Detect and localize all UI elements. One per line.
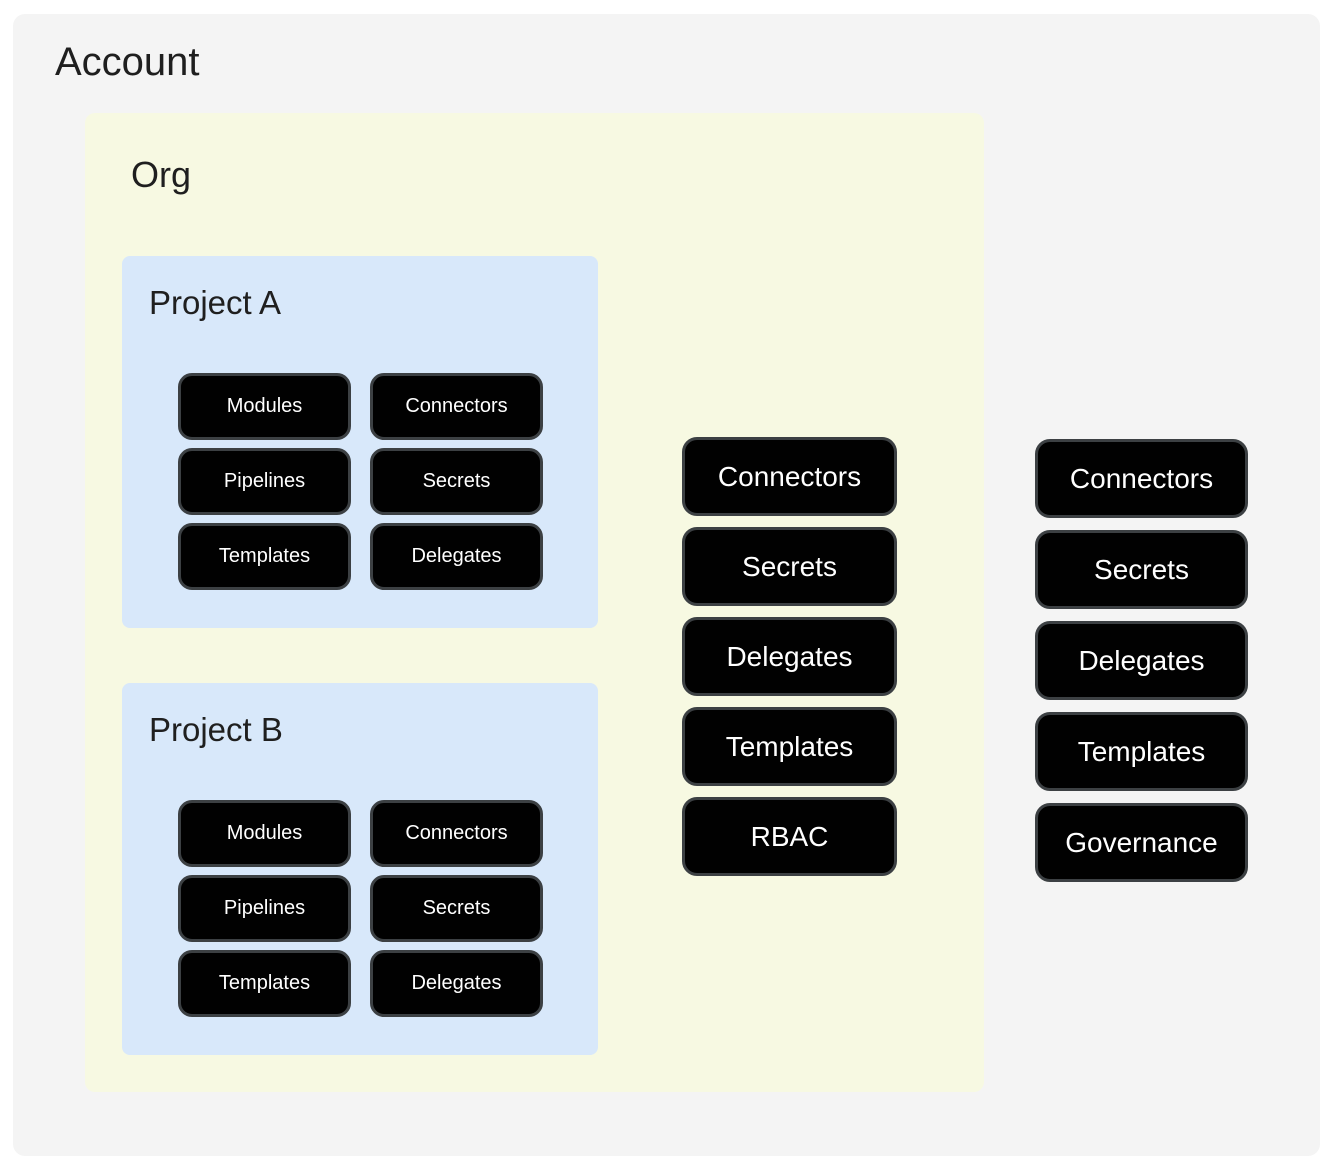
project-b-pill-pipelines: Pipelines (178, 875, 351, 942)
project-b-pill-delegates: Delegates (370, 950, 543, 1017)
project-a-pill-modules: Modules (178, 373, 351, 440)
project-b-title: Project B (149, 711, 283, 748)
account-pill-connectors: Connectors (1035, 439, 1248, 518)
project-b-pill-templates: Templates (178, 950, 351, 1017)
org-pill-delegates: Delegates (682, 617, 897, 696)
project-b-pill-connectors: Connectors (370, 800, 543, 867)
account-pill-delegates: Delegates (1035, 621, 1248, 700)
org-title: Org (131, 154, 192, 195)
project-a-pill-connectors: Connectors (370, 373, 543, 440)
account-pill-templates: Templates (1035, 712, 1248, 791)
project-a-title: Project A (149, 284, 282, 321)
project-b-pill-modules: Modules (178, 800, 351, 867)
org-pill-secrets: Secrets (682, 527, 897, 606)
project-a-pill-secrets: Secrets (370, 448, 543, 515)
account-pill-secrets: Secrets (1035, 530, 1248, 609)
project-b-pill-secrets: Secrets (370, 875, 543, 942)
org-pill-templates: Templates (682, 707, 897, 786)
project-a-pill-pipelines: Pipelines (178, 448, 351, 515)
project-a-pill-templates: Templates (178, 523, 351, 590)
org-pill-rbac: RBAC (682, 797, 897, 876)
account-pill-governance: Governance (1035, 803, 1248, 882)
account-title: Account (55, 40, 200, 84)
org-pill-connectors: Connectors (682, 437, 897, 516)
project-a-pill-delegates: Delegates (370, 523, 543, 590)
